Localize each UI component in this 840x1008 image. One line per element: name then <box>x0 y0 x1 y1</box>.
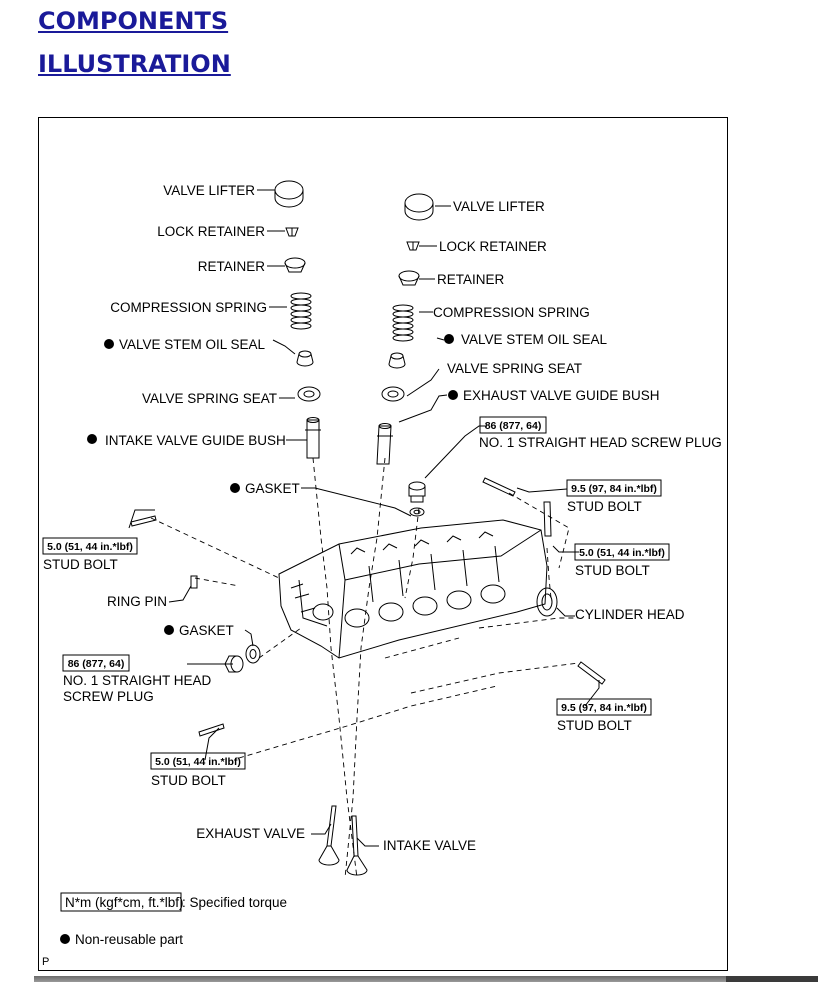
label-plug-right-name: NO. 1 STRAIGHT HEAD SCREW PLUG <box>479 435 722 450</box>
label-valve-stem-oil-seal-right: VALVE STEM OIL SEAL <box>461 332 608 347</box>
torque-values: 86 (877, 64) 9.5 (97, 84 in.*lbf) 5.0 (5… <box>47 420 665 768</box>
label-stud-bolt-bottom: STUD BOLT <box>151 773 226 788</box>
label-stud-bolt-upper-right: STUD BOLT <box>567 499 642 514</box>
exhaust-valve-part <box>318 805 340 866</box>
valve-stem-oil-seal-right-part <box>388 352 406 369</box>
stud-bolt-mid-right-part <box>543 501 552 537</box>
part-labels: VALVE LIFTER LOCK RETAINER RETAINER COMP… <box>42 183 722 968</box>
label-retainer-left: RETAINER <box>198 259 266 274</box>
legend-torque-unit: N*m (kgf*cm, ft.*lbf) <box>65 895 184 910</box>
cylinder-head-components-illustration: VALVE LIFTER LOCK RETAINER RETAINER COMP… <box>38 117 728 971</box>
ring-pin-part <box>190 575 198 589</box>
label-gasket-top: GASKET <box>245 481 300 496</box>
label-compression-spring-right: COMPRESSION SPRING <box>433 305 590 320</box>
exhaust-valve-guide-bush-part <box>376 423 393 465</box>
label-gasket-left: GASKET <box>179 623 234 638</box>
compression-spring-right-part <box>392 304 414 342</box>
label-plug-left-name-2: SCREW PLUG <box>63 689 154 704</box>
gasket-left-part <box>245 644 261 664</box>
label-lock-retainer-right: LOCK RETAINER <box>439 239 547 254</box>
valve-spring-seat-right-part <box>381 386 405 402</box>
torque-stud-mid-right: 5.0 (51, 44 in.*lbf) <box>579 547 665 559</box>
valve-lifter-right-part <box>404 193 434 221</box>
label-retainer-right: RETAINER <box>437 272 505 287</box>
valve-spring-seat-left-part <box>297 386 321 402</box>
torque-stud-left: 5.0 (51, 44 in.*lbf) <box>47 541 133 553</box>
lock-retainer-right-part <box>406 241 420 251</box>
figure-code: P <box>42 956 49 968</box>
label-valve-lifter-right: VALVE LIFTER <box>453 199 545 214</box>
legend: N*m (kgf*cm, ft.*lbf) : Specified torque… <box>65 895 287 947</box>
label-stud-bolt-left: STUD BOLT <box>43 557 118 572</box>
torque-stud-bottom: 5.0 (51, 44 in.*lbf) <box>155 756 241 768</box>
page-divider-bar <box>34 976 818 982</box>
torque-plug-left: 86 (877, 64) <box>68 658 125 670</box>
legend-torque-desc: : Specified torque <box>182 895 287 910</box>
label-compression-spring-left: COMPRESSION SPRING <box>110 300 267 315</box>
torque-boxes <box>42 416 670 912</box>
intake-valve-part <box>346 815 368 876</box>
valve-stem-oil-seal-left-part <box>296 350 314 367</box>
label-valve-spring-seat-left: VALVE SPRING SEAT <box>142 391 277 406</box>
retainer-right-part <box>398 270 420 286</box>
label-valve-lifter-left: VALVE LIFTER <box>163 183 255 198</box>
label-intake-valve-guide-bush: INTAKE VALVE GUIDE BUSH <box>105 433 286 448</box>
label-intake-valve: INTAKE VALVE <box>383 838 476 853</box>
legend-non-reusable: Non-reusable part <box>75 932 183 947</box>
label-valve-spring-seat-right: VALVE SPRING SEAT <box>447 361 582 376</box>
illustration-heading: ILLUSTRATION <box>38 50 231 78</box>
retainer-left-part <box>284 257 306 273</box>
components-heading: COMPONENTS <box>38 7 229 35</box>
label-plug-left-name-1: NO. 1 STRAIGHT HEAD <box>63 673 212 688</box>
stud-bolt-upper-right-part <box>482 477 516 497</box>
assembly-dashed-lines <box>150 457 580 879</box>
label-exhaust-valve-guide-bush: EXHAUST VALVE GUIDE BUSH <box>463 388 660 403</box>
label-valve-stem-oil-seal-left: VALVE STEM OIL SEAL <box>119 337 266 352</box>
label-ring-pin: RING PIN <box>107 594 167 609</box>
torque-plug-right: 86 (877, 64) <box>485 420 542 432</box>
screw-plug-left-part <box>224 655 244 673</box>
label-stud-bolt-lower-right: STUD BOLT <box>557 718 632 733</box>
lock-retainer-left-part <box>285 227 299 237</box>
cylinder-head-part <box>278 519 558 659</box>
leader-lines <box>128 189 600 847</box>
torque-stud-lower-right: 9.5 (97, 84 in.*lbf) <box>561 702 647 714</box>
stud-bolt-bottom-part <box>198 723 225 737</box>
valve-lifter-left-part <box>274 180 304 208</box>
label-exhaust-valve: EXHAUST VALVE <box>196 826 305 841</box>
stud-bolt-left-part <box>130 515 157 527</box>
divider-cap <box>726 976 818 982</box>
stud-bolt-lower-right-part <box>577 661 606 685</box>
label-stud-bolt-mid-right: STUD BOLT <box>575 563 650 578</box>
intake-valve-guide-bush-part <box>305 417 321 459</box>
non-reusable-bullets <box>60 334 458 944</box>
gasket-top-part <box>409 507 425 517</box>
torque-stud-upper-right: 9.5 (97, 84 in.*lbf) <box>571 483 657 495</box>
label-lock-retainer-left: LOCK RETAINER <box>157 224 265 239</box>
label-cylinder-head: CYLINDER HEAD <box>575 607 685 622</box>
screw-plug-right-part <box>408 481 426 503</box>
compression-spring-left-part <box>290 292 312 330</box>
